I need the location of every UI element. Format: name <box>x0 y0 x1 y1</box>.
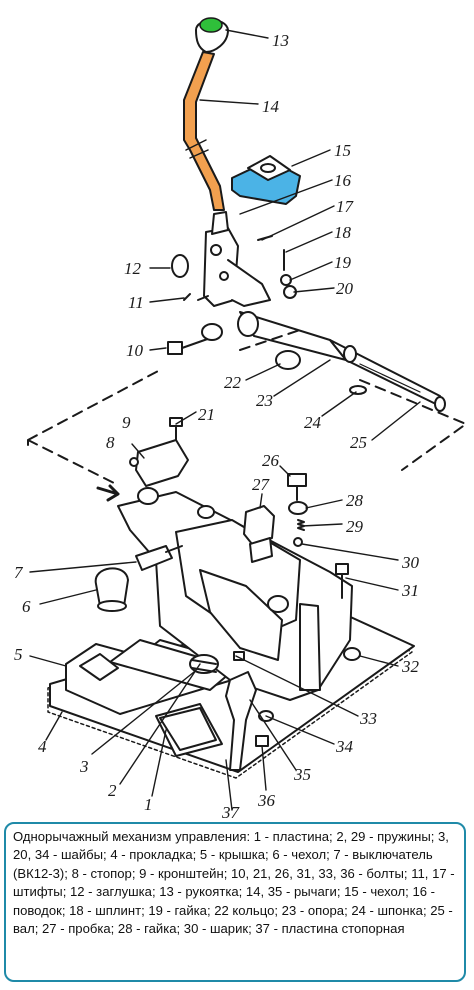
callout-11: 11 <box>128 293 144 312</box>
callout-18: 18 <box>334 223 352 242</box>
callout-7: 7 <box>14 563 24 582</box>
callout-28: 28 <box>346 491 364 510</box>
bolt-33 <box>233 651 245 661</box>
callout-5: 5 <box>14 645 23 664</box>
callout-34: 34 <box>335 737 354 756</box>
callout-6: 6 <box>22 597 31 616</box>
callout-19: 19 <box>334 253 352 272</box>
exploded-view-diagram: 13 14 15 16 17 18 19 20 12 11 10 22 23 2… <box>14 17 467 820</box>
plug-27 <box>243 505 275 563</box>
cover-5 <box>65 639 237 715</box>
spring-2 <box>189 654 219 674</box>
leader-lines <box>29 29 421 811</box>
plug-12 <box>171 254 189 278</box>
stopper-8 <box>129 457 139 467</box>
callout-37: 37 <box>221 803 241 820</box>
callout-26: 26 <box>262 451 280 470</box>
lever-rod-14 <box>183 51 225 211</box>
callout-1: 1 <box>144 795 153 814</box>
pivot-body <box>197 211 271 307</box>
boot-6 <box>94 567 129 612</box>
lever-assembly <box>167 17 446 412</box>
housing-assembly <box>47 417 415 779</box>
callout-33: 33 <box>359 709 377 728</box>
callout-8: 8 <box>106 433 115 452</box>
callout-30: 30 <box>401 553 420 572</box>
assembly-outline-dashed <box>27 329 467 485</box>
callout-35: 35 <box>293 765 311 784</box>
callout-29: 29 <box>346 517 364 536</box>
callout-36: 36 <box>257 791 276 810</box>
callout-27: 27 <box>252 475 271 494</box>
callout-2: 2 <box>108 781 117 800</box>
callout-3: 3 <box>79 757 89 776</box>
figure-caption: Однорычажный механизм управления: 1 - пл… <box>4 822 466 982</box>
callout-14: 14 <box>262 97 280 116</box>
callout-4: 4 <box>38 737 47 756</box>
bolt-36 <box>255 735 269 747</box>
callout-13: 13 <box>272 31 289 50</box>
lever-35 <box>225 671 257 771</box>
bracket-9 <box>135 439 189 487</box>
callout-17: 17 <box>336 197 355 216</box>
bolt-31 <box>335 563 349 599</box>
pin-11 <box>183 293 191 301</box>
callout-22: 22 <box>224 373 242 392</box>
callout-25: 25 <box>350 433 367 452</box>
switch-7 <box>135 545 183 571</box>
direction-arrow <box>96 484 120 502</box>
callout-21: 21 <box>198 405 215 424</box>
boot-15 <box>231 155 301 205</box>
callout-16: 16 <box>334 171 352 190</box>
nut-28 <box>288 501 308 515</box>
callout-23: 23 <box>256 391 273 410</box>
bolt-10 <box>167 323 223 355</box>
spring-29 <box>297 519 305 531</box>
ring-22 <box>275 350 301 370</box>
callout-9: 9 <box>122 413 131 432</box>
callout-31: 31 <box>401 581 419 600</box>
bolt-26 <box>287 473 307 501</box>
callout-labels: 13 14 15 16 17 18 19 20 12 11 10 22 23 2… <box>14 31 420 820</box>
callout-24: 24 <box>304 413 322 432</box>
callout-15: 15 <box>334 141 351 160</box>
callout-32: 32 <box>401 657 420 676</box>
knob-13 <box>195 17 229 53</box>
callout-20: 20 <box>336 279 354 298</box>
plate-1 <box>159 707 217 751</box>
washer-32 <box>343 647 361 661</box>
callout-12: 12 <box>124 259 142 278</box>
ball-30 <box>293 537 303 547</box>
callout-10: 10 <box>126 341 144 360</box>
shaft-25 <box>237 311 446 412</box>
key-24 <box>349 385 367 395</box>
